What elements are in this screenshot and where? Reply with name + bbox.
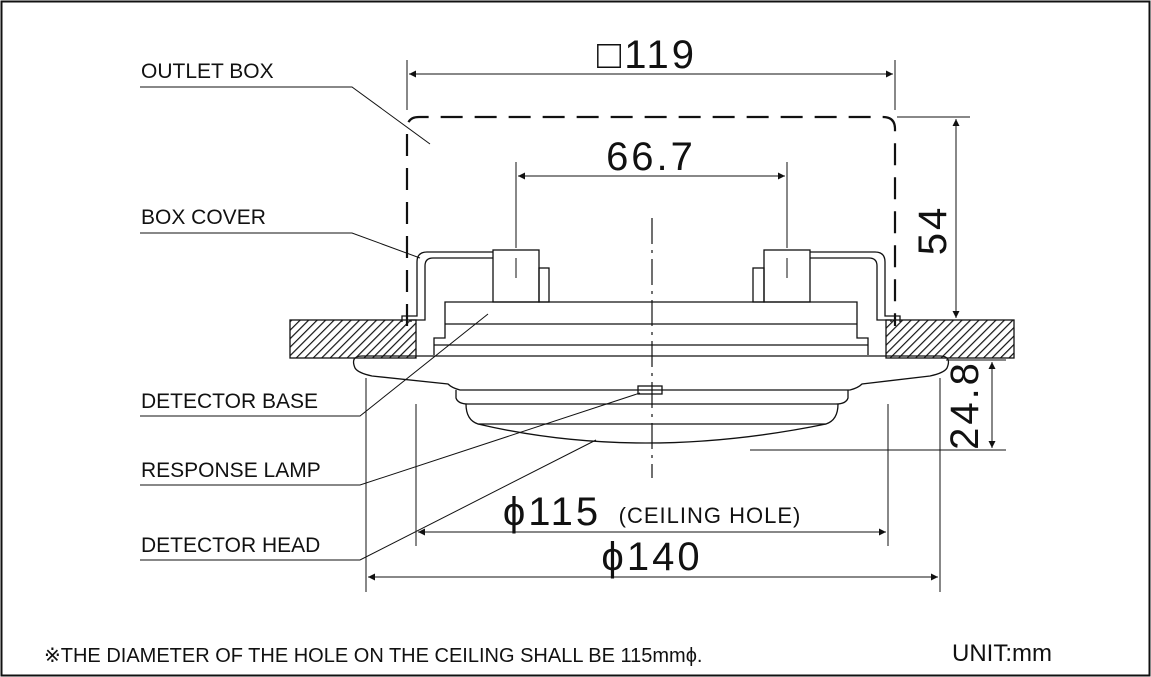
- label-detector-head: DETECTOR HEAD: [141, 534, 320, 557]
- ceiling-section: [289, 319, 1015, 359]
- dim-head-diameter: [365, 378, 941, 592]
- label-detector-base: DETECTOR BASE: [141, 390, 318, 413]
- label-box-cover: BOX COVER: [141, 206, 266, 229]
- outlet-box-outline: [405, 115, 897, 326]
- dim-terminal-spacing: [515, 162, 788, 248]
- dim-protrusion: [750, 359, 1006, 451]
- dim-hole-caption: (CEILING HOLE): [619, 503, 802, 528]
- dim-hole-diameter: [415, 404, 889, 546]
- unit-label: UNIT:mm: [952, 640, 1052, 667]
- detector-head-flange: [352, 355, 950, 391]
- response-lamp: [637, 385, 663, 395]
- dim-hole-diameter-text: ϕ115: [503, 490, 601, 534]
- dim-box-depth-text: 54: [911, 205, 955, 256]
- dim-box-width: [406, 60, 896, 110]
- detector-base-outline: [433, 301, 869, 355]
- dim-protrusion-text: 24.8: [943, 360, 987, 450]
- label-response-lamp: RESPONSE LAMP: [141, 459, 321, 482]
- dim-box-width-text: □119: [597, 33, 697, 77]
- footer-note: ※THE DIAMETER OF THE HOLE ON THE CEILING…: [44, 645, 702, 667]
- box-cover-outline: [401, 251, 901, 322]
- dim-terminal-spacing-text: 66.7: [606, 135, 696, 179]
- label-outlet-box: OUTLET BOX: [141, 60, 274, 83]
- dim-box-depth: [897, 116, 970, 318]
- callout-leaders: [140, 86, 641, 561]
- dim-head-diameter-text: ϕ140: [601, 535, 702, 579]
